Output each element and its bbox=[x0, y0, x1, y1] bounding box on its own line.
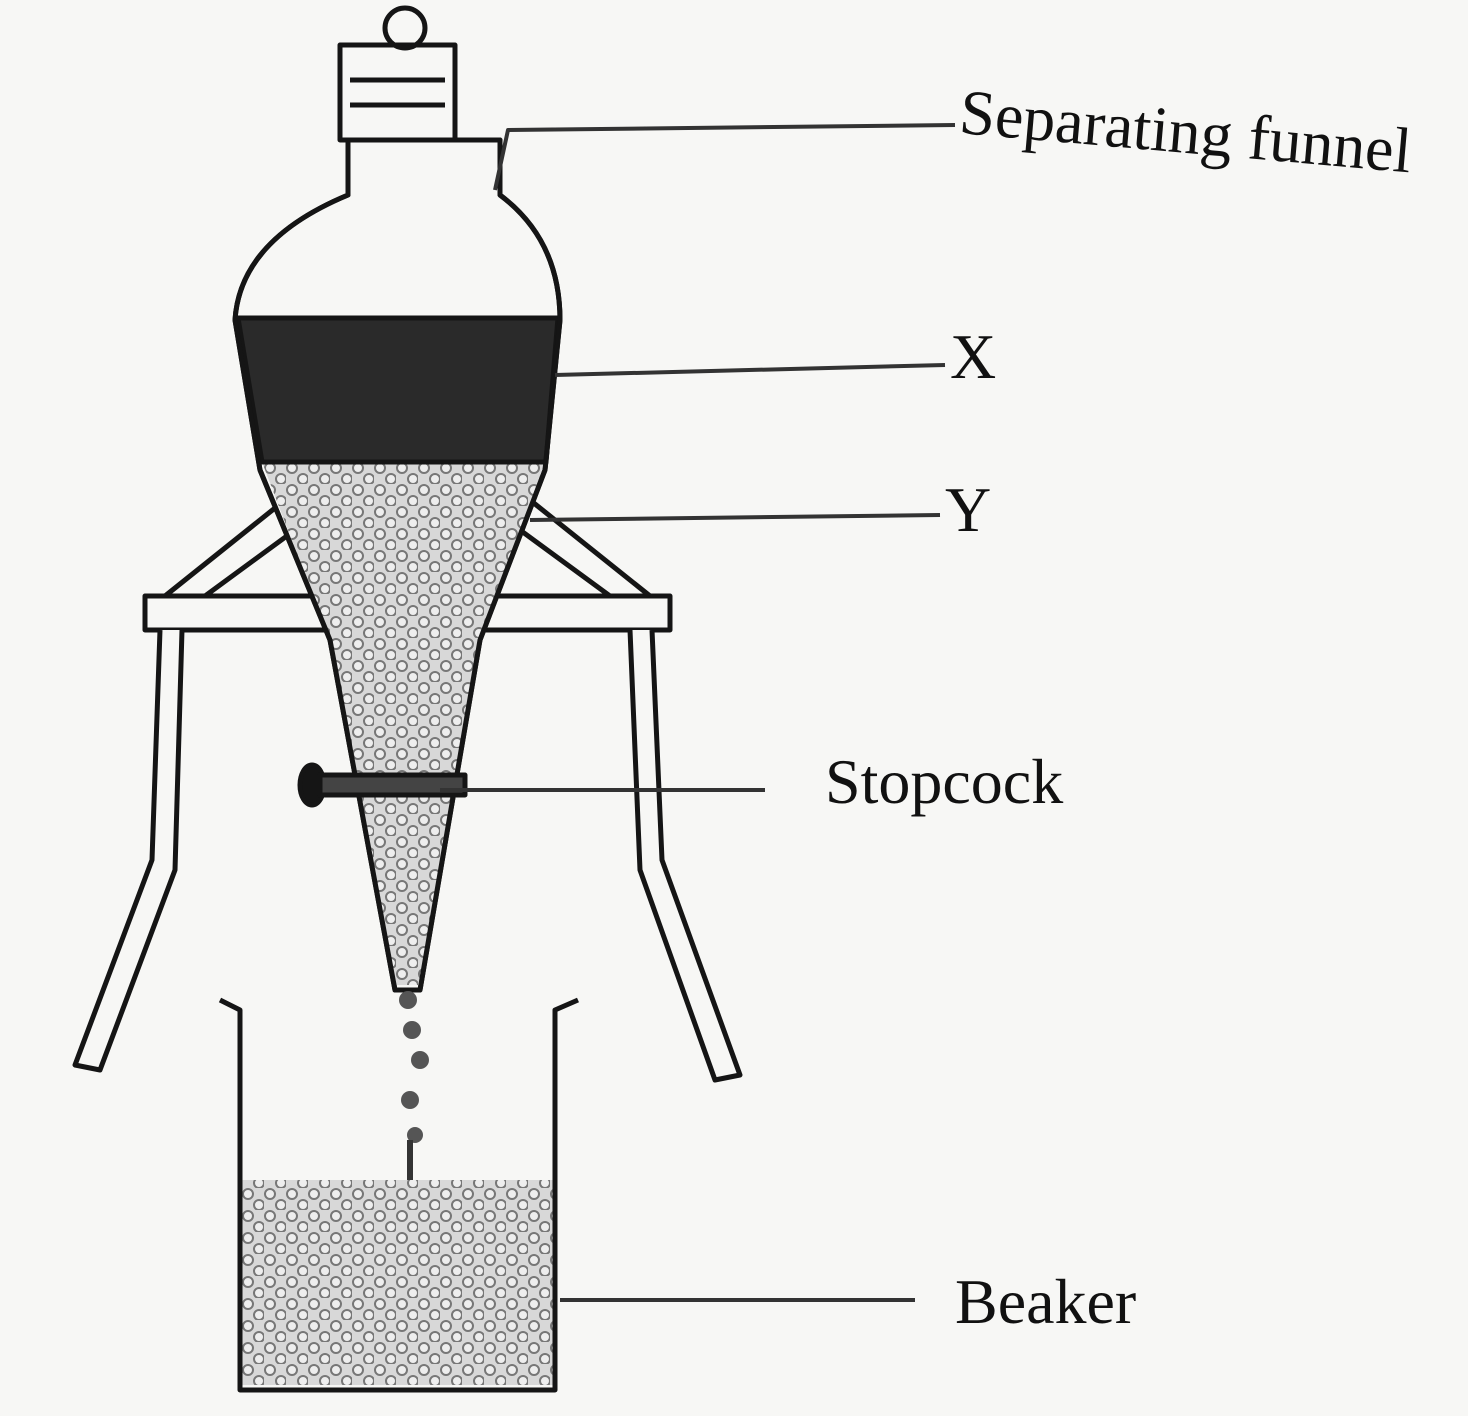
label-x: X bbox=[950, 321, 997, 392]
separating-funnel bbox=[232, 5, 563, 993]
label-beaker: Beaker bbox=[955, 1266, 1137, 1337]
label-stopcock: Stopcock bbox=[825, 746, 1064, 817]
stopper bbox=[337, 42, 458, 143]
label-y: Y bbox=[945, 474, 992, 545]
stopper-ring bbox=[382, 5, 428, 51]
layer-y bbox=[262, 462, 545, 985]
drops bbox=[399, 991, 429, 1185]
beaker bbox=[218, 997, 579, 1393]
layer-x bbox=[235, 315, 561, 465]
